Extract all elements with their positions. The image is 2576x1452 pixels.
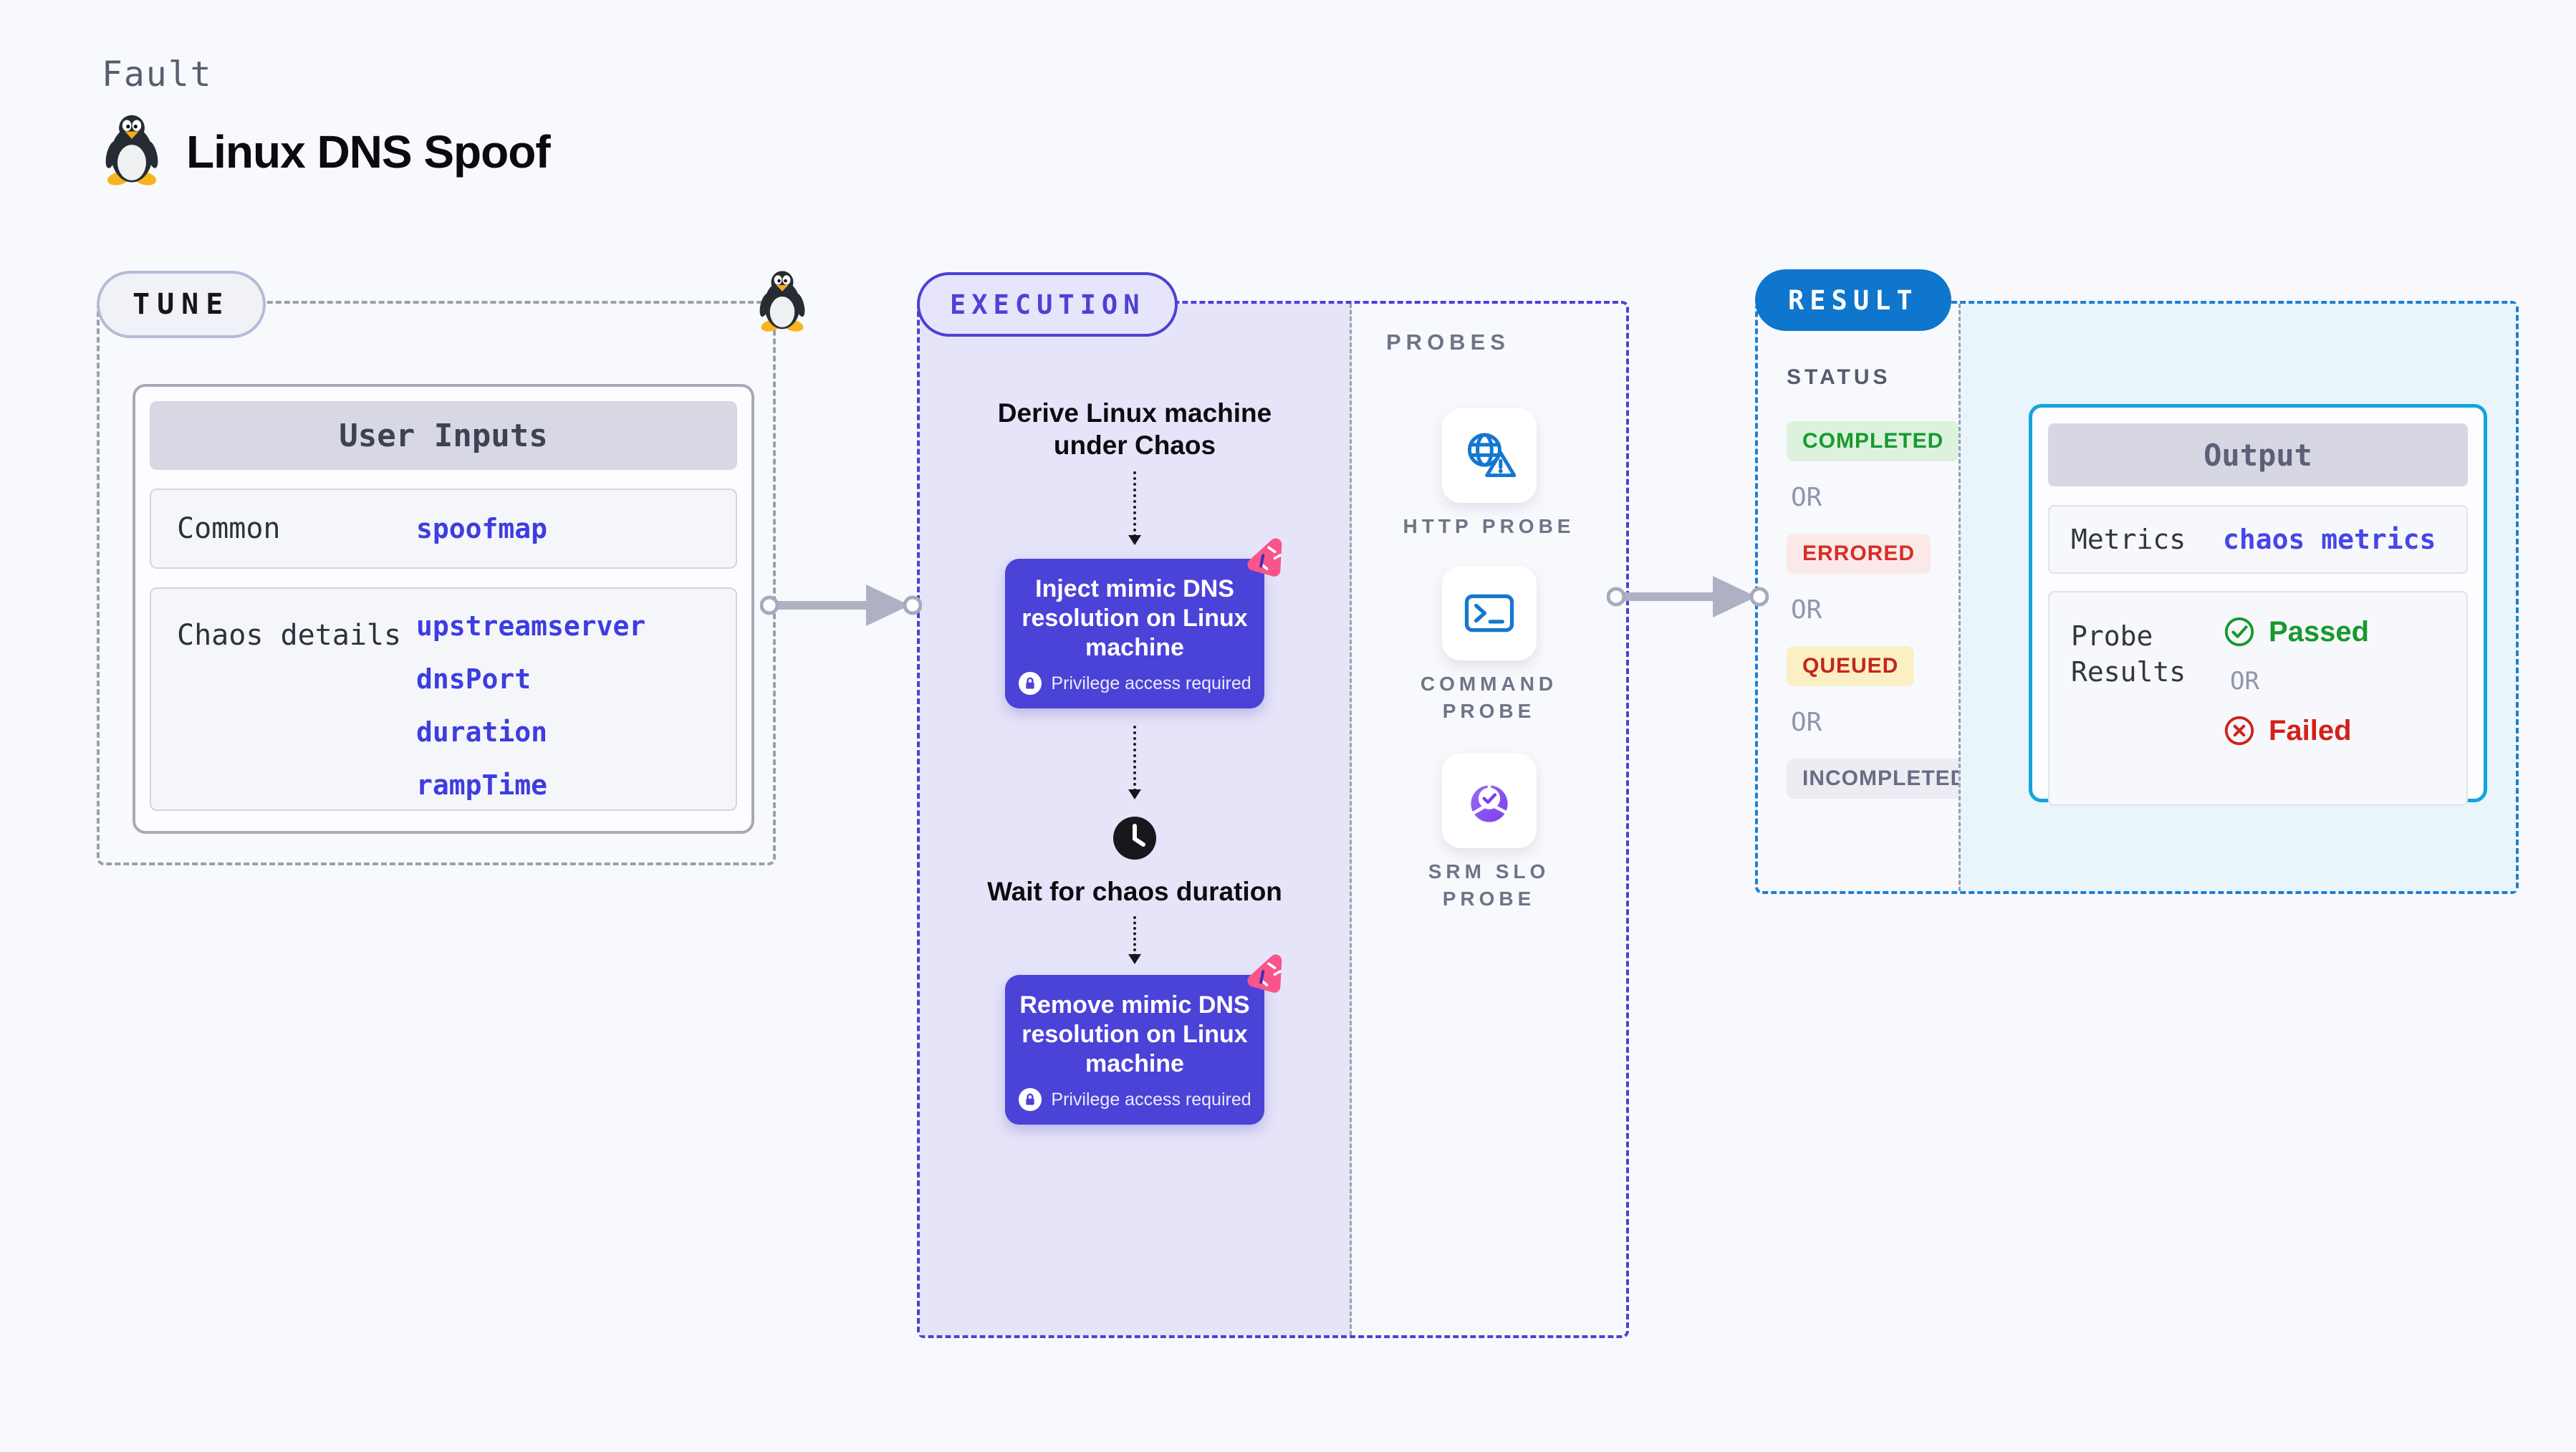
or-separator: OR	[2230, 667, 2259, 696]
check-circle-icon	[2223, 615, 2256, 648]
tux-penguin-corner-icon	[756, 269, 809, 332]
node-title: Inject mimic DNS resolution on Linux mac…	[1022, 575, 1248, 661]
command-probe-card[interactable]	[1441, 566, 1537, 660]
derive-step-label: Derive Linux machine under Chaos	[997, 398, 1272, 460]
privilege-row: Privilege access required	[1018, 671, 1251, 696]
probe-name: HTTP PROBE	[1403, 515, 1575, 537]
page-title: Linux DNS Spoof	[186, 125, 551, 178]
tux-penguin-icon	[100, 113, 163, 190]
flow-arrow-down	[1128, 916, 1141, 964]
slo-donut-check-icon	[1459, 771, 1519, 831]
output-panel: Output Metrics chaos metrics Probe Resul…	[1959, 304, 2516, 891]
status-badge-errored[interactable]: ERRORED	[1787, 534, 1931, 574]
node-title: Remove mimic DNS resolution on Linux mac…	[1019, 991, 1250, 1077]
execution-flow-panel: Derive Linux machine under Chaos Inject …	[920, 304, 1352, 1335]
row-label: Common	[177, 512, 281, 545]
metrics-value: chaos metrics	[2223, 524, 2436, 555]
globe-warning-icon	[1459, 425, 1519, 486]
input-value: upstreamserver	[416, 610, 646, 642]
tune-pill[interactable]: TUNE	[97, 271, 266, 338]
chaos-detail-values: upstreamserver dnsPort duration rampTime	[416, 589, 645, 809]
failed-label: Failed	[2269, 714, 2352, 746]
lock-icon	[1018, 671, 1042, 696]
wait-step-label: Wait for chaos duration	[987, 877, 1282, 906]
or-separator: OR	[1791, 483, 1822, 512]
clock-icon	[1112, 815, 1158, 861]
probes-panel: PROBES HTTP PROBE COMMAND PROBE SRM SLO …	[1352, 304, 1626, 1335]
row-label: Metrics	[2071, 524, 2186, 555]
execution-section: EXECUTION Derive Linux machine under Cha…	[917, 272, 1629, 1338]
probe-results-row: Probe Results Passed OR Failed	[2048, 591, 2468, 806]
input-value: duration	[416, 716, 548, 748]
probe-result-passed: Passed	[2223, 615, 2369, 648]
input-value: rampTime	[416, 769, 548, 801]
or-separator: OR	[1791, 708, 1822, 737]
passed-label: Passed	[2269, 615, 2370, 648]
row-label: Chaos details	[177, 619, 402, 652]
execution-pill[interactable]: EXECUTION	[917, 272, 1178, 337]
lock-icon	[1018, 1087, 1042, 1112]
status-column: STATUS COMPLETED OR ERRORED OR QUEUED OR…	[1787, 365, 1983, 799]
tune-to-execution-arrow	[760, 571, 922, 640]
status-list: COMPLETED OR ERRORED OR QUEUED OR INCOMP…	[1787, 421, 1983, 799]
inject-chaos-node[interactable]: Inject mimic DNS resolution on Linux mac…	[1005, 559, 1264, 708]
user-input-row-chaos-details: Chaos details upstreamserver dnsPort dur…	[150, 587, 737, 811]
page-title-row: Linux DNS Spoof	[100, 113, 551, 190]
privilege-label: Privilege access required	[1051, 673, 1251, 693]
output-card: Output Metrics chaos metrics Probe Resul…	[2029, 404, 2487, 806]
result-section: RESULT STATUS COMPLETED OR ERRORED OR QU…	[1755, 269, 2519, 894]
user-input-row-common: Common spoofmap	[150, 489, 737, 569]
status-badge-queued[interactable]: QUEUED	[1787, 646, 1915, 686]
status-badge-completed[interactable]: COMPLETED	[1787, 421, 1960, 461]
or-separator: OR	[1791, 595, 1822, 625]
input-value: spoofmap	[416, 513, 548, 544]
user-inputs-title: User Inputs	[150, 401, 737, 470]
result-pill[interactable]: RESULT	[1755, 269, 1951, 331]
probes-title: PROBES	[1386, 330, 1510, 355]
output-title: Output	[2048, 423, 2468, 486]
chaos-icon	[1236, 948, 1292, 1004]
row-label: Probe Results	[2071, 620, 2186, 688]
chaos-icon	[1236, 532, 1292, 588]
probe-name: SRM SLO PROBE	[1428, 860, 1550, 910]
execution-to-result-arrow	[1607, 562, 1769, 631]
flow-arrow-down	[1128, 726, 1141, 799]
privilege-label: Privilege access required	[1051, 1089, 1251, 1110]
remove-chaos-node[interactable]: Remove mimic DNS resolution on Linux mac…	[1005, 975, 1264, 1125]
privilege-row: Privilege access required	[1018, 1087, 1251, 1112]
metrics-row: Metrics chaos metrics	[2048, 505, 2468, 574]
probe-result-failed: Failed	[2223, 714, 2369, 747]
probe-results-list: Passed OR Failed	[2223, 592, 2369, 804]
http-probe-card[interactable]	[1441, 408, 1537, 503]
user-inputs-card: User Inputs Common spoofmap Chaos detail…	[133, 384, 754, 834]
x-circle-icon	[2223, 714, 2256, 747]
status-title: STATUS	[1787, 365, 1891, 389]
srm-slo-probe-card[interactable]	[1441, 754, 1537, 848]
probe-name: COMMAND PROBE	[1420, 673, 1558, 722]
flow-arrow-down	[1128, 471, 1141, 545]
tune-section: TUNE User Inputs Common spoofmap Chaos d…	[97, 271, 776, 865]
terminal-icon	[1459, 583, 1519, 643]
fault-kicker: Fault	[102, 54, 213, 95]
status-badge-incompleted[interactable]: INCOMPLETED	[1787, 759, 1983, 799]
input-value: dnsPort	[416, 663, 532, 695]
